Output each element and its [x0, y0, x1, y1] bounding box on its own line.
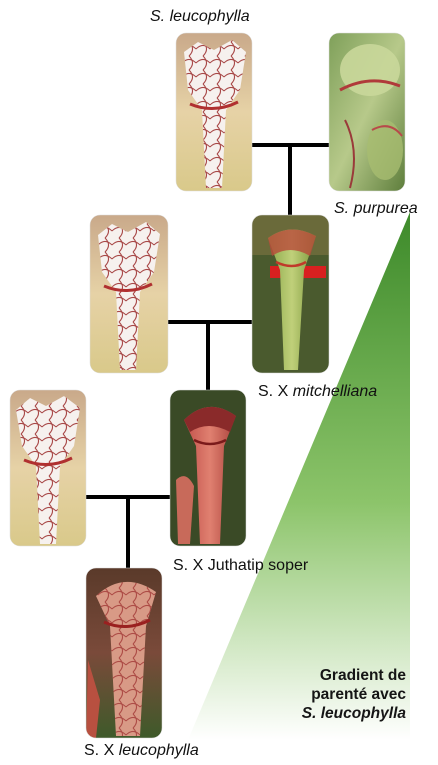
- photo-mitchelliana: [252, 215, 329, 373]
- gradient-note-line3: S. leucophylla: [302, 704, 406, 723]
- label-x-leucophylla: S. X leucophylla: [84, 743, 199, 759]
- gradient-note-line1: Gradient de: [302, 666, 406, 685]
- photo-leucophylla-gen2: [90, 215, 168, 373]
- photo-leucophylla-gen1: [176, 33, 252, 191]
- photo-leucophylla-gen3: [10, 390, 86, 546]
- photo-juthatip-soper: [170, 390, 246, 546]
- gradient-note: Gradient de parenté avec S. leucophylla: [302, 666, 406, 723]
- label-mitchelliana: S. X mitchelliana: [258, 384, 377, 400]
- gradient-note-line2: parenté avec: [302, 685, 406, 704]
- label-leucophylla-top: S. leucophylla: [150, 9, 250, 25]
- label-purpurea: S. purpurea: [334, 201, 418, 217]
- photo-purpurea: [329, 33, 405, 191]
- label-juthatip-soper: S. X Juthatip soper: [173, 558, 308, 574]
- photo-x-leucophylla: [86, 568, 162, 738]
